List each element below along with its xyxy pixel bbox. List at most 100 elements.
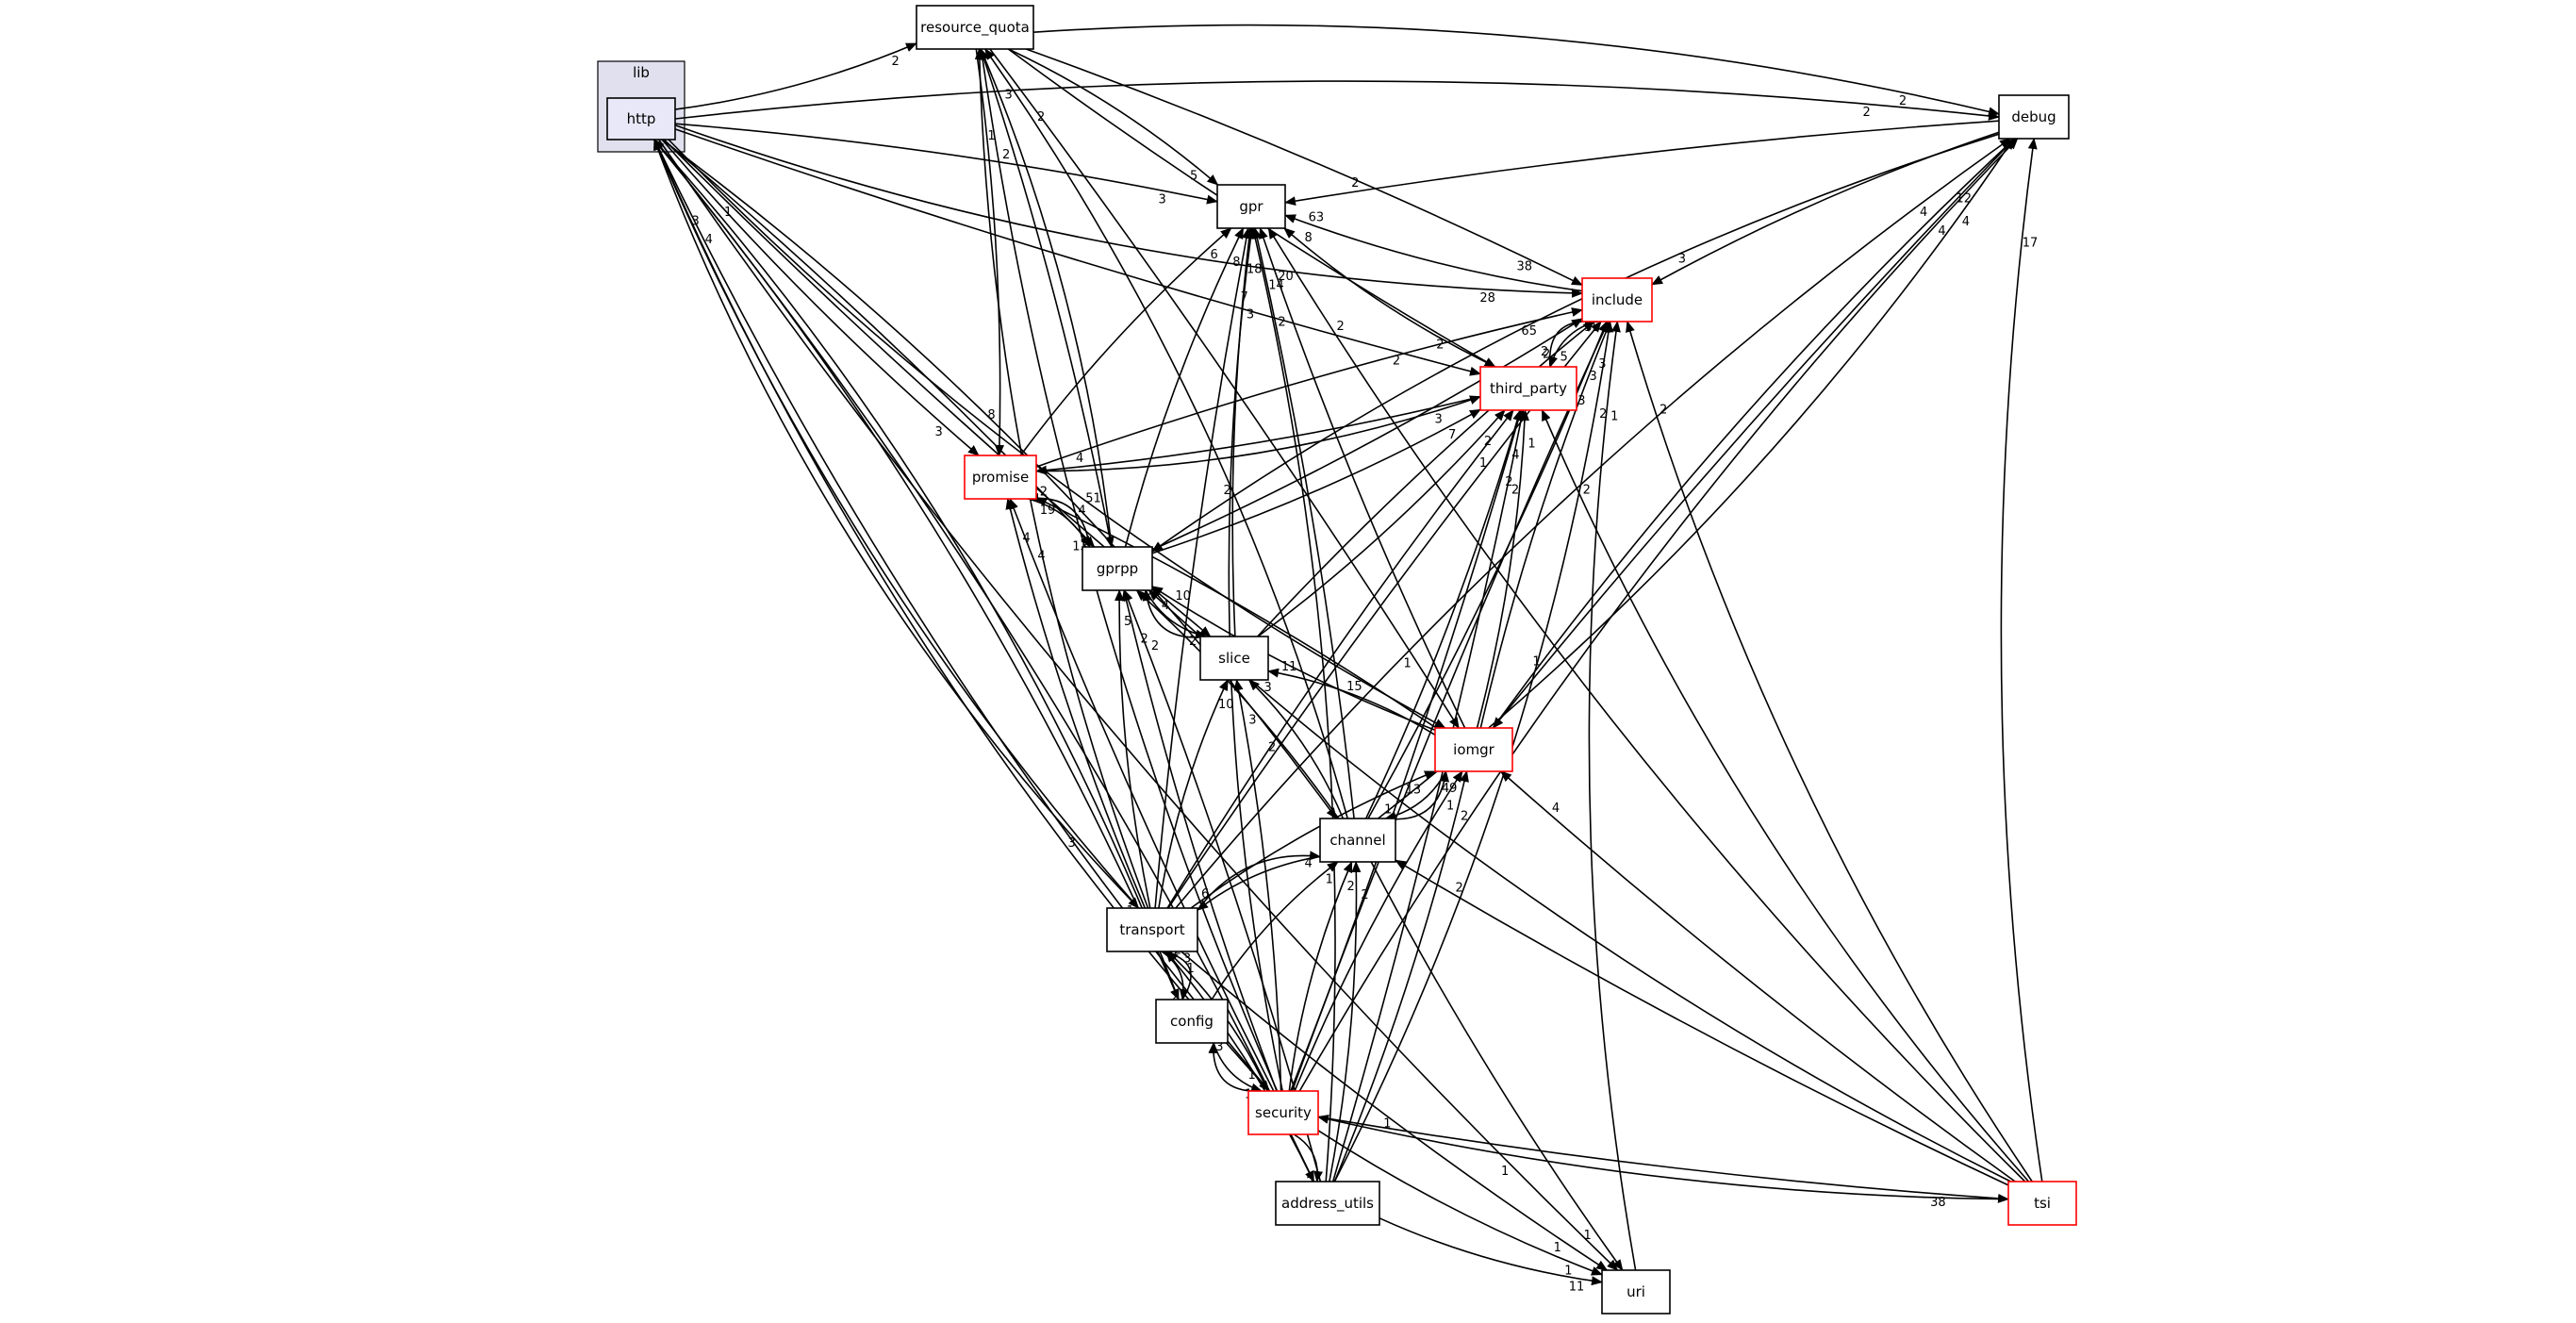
edge-iomgr-to-third_party[interactable] (1476, 409, 1529, 729)
node-box-slice[interactable] (1199, 636, 1269, 681)
edge-gprpp-to-resource_quota[interactable] (980, 48, 1113, 548)
edge-tsi-to-third_party[interactable] (1541, 409, 2030, 1182)
node-box-uri[interactable] (1601, 1269, 1671, 1315)
node-slice[interactable]: slice (1199, 636, 1269, 681)
node-include[interactable]: include (1581, 277, 1653, 322)
node-box-security[interactable] (1247, 1090, 1319, 1135)
edge-tsi-to-include[interactable] (1626, 321, 2033, 1182)
node-box-gpr[interactable] (1216, 184, 1286, 229)
edge-security-to-iomgr[interactable] (1294, 770, 1463, 1092)
edge-resource_quota-to-include[interactable] (1025, 48, 1583, 287)
edge-http-to-include[interactable] (674, 124, 1583, 298)
node-box-promise[interactable] (964, 455, 1037, 500)
node-box-resource_quota[interactable] (916, 5, 1034, 50)
node-box-iomgr[interactable] (1434, 727, 1513, 772)
edge-channel-to-slice[interactable] (1247, 679, 1345, 819)
node-tsi[interactable]: tsi (2007, 1181, 2077, 1226)
edge-third_party-to-promise[interactable] (1035, 395, 1481, 475)
node-box-third_party[interactable] (1479, 366, 1577, 411)
edge-transport-to-gpr[interactable] (1154, 227, 1251, 909)
edge-security-to-http[interactable] (653, 139, 1270, 1092)
edge-debug-to-iomgr[interactable] (1492, 138, 2016, 729)
node-promise[interactable]: promise (964, 455, 1037, 500)
edge-http-to-debug[interactable] (674, 80, 2000, 121)
edge-address_utils-to-iomgr[interactable] (1333, 770, 1469, 1182)
node-uri[interactable]: uri (1601, 1269, 1671, 1315)
edge-security-to-channel[interactable] (1288, 861, 1353, 1092)
node-iomgr[interactable]: iomgr (1434, 727, 1513, 772)
edge-transport-to-uri[interactable] (1181, 951, 1609, 1271)
edge-http-to-gpr[interactable] (674, 123, 1218, 205)
edge-config-to-http[interactable] (652, 139, 1180, 1001)
edge-iomgr-to-include[interactable] (1479, 321, 1611, 729)
edge-debug-to-gpr[interactable] (1284, 120, 2000, 207)
node-box-debug[interactable] (1998, 94, 2070, 140)
edge-iomgr-to-gpr[interactable] (1259, 227, 1466, 729)
edge-address_utils-to-uri[interactable] (1379, 1217, 1603, 1286)
node-gprpp[interactable]: gprpp (1082, 546, 1153, 591)
edge-slice-to-include[interactable] (1257, 321, 1595, 637)
node-channel[interactable]: channel (1319, 818, 1396, 863)
edge-security-to-tsi[interactable] (1317, 1116, 2009, 1203)
edge-address_utils-to-gpr[interactable] (1250, 227, 1336, 1182)
edge-security-to-uri[interactable] (1317, 1130, 1603, 1276)
edge-gprpp-to-third_party[interactable] (1151, 408, 1481, 554)
edge-transport-to-iomgr[interactable] (1190, 770, 1436, 909)
edge-tsi-to-channel[interactable] (1395, 859, 2009, 1186)
node-transport[interactable]: transport (1106, 907, 1198, 952)
edge-third_party-to-gpr[interactable] (1283, 227, 1496, 368)
edge-resource_quota-to-gprpp[interactable] (980, 48, 1115, 548)
edge-gprpp-to-gpr[interactable] (1124, 227, 1245, 548)
edge-include-to-gpr[interactable] (1284, 214, 1583, 292)
edge-tsi-to-debug[interactable] (2000, 138, 2043, 1182)
node-box-address_utils[interactable] (1275, 1181, 1380, 1226)
node-third_party[interactable]: third_party (1479, 366, 1577, 411)
edge-address_utils-to-channel[interactable] (1329, 861, 1362, 1182)
edge-transport-to-debug[interactable] (1175, 138, 2011, 909)
node-box-transport[interactable] (1106, 907, 1198, 952)
node-gpr[interactable]: gpr (1216, 184, 1286, 229)
edge-debug-to-gprpp[interactable] (1151, 133, 2000, 553)
edge-uri-to-include[interactable] (1588, 321, 1637, 1271)
edge-security-to-debug[interactable] (1298, 138, 2019, 1092)
edge-http-to-address_utils[interactable] (653, 139, 1315, 1182)
node-config[interactable]: config (1155, 999, 1229, 1044)
node-address_utils[interactable]: address_utils (1275, 1181, 1380, 1226)
edge-transport-to-slice[interactable] (1158, 679, 1229, 909)
edge-debug-to-include[interactable] (1651, 131, 2000, 286)
edge-resource_quota-to-gpr[interactable] (1008, 48, 1219, 186)
node-box-channel[interactable] (1319, 818, 1396, 863)
edge-http-to-third_party[interactable] (674, 128, 1481, 376)
edge-iomgr-to-promise[interactable] (1035, 497, 1437, 729)
edge-resource_quota-to-debug[interactable] (1032, 24, 2000, 117)
edge-tsi-to-iomgr[interactable] (1500, 770, 2016, 1182)
edge-http-to-resource_quota[interactable] (674, 42, 917, 110)
edge-gprpp-to-include[interactable] (1151, 318, 1583, 551)
edge-slice-to-gpr[interactable] (1231, 227, 1254, 637)
edge-security-to-third_party[interactable] (1290, 409, 1523, 1092)
edge-iomgr-to-slice[interactable] (1267, 668, 1436, 736)
edge-transport-to-promise[interactable] (1005, 498, 1147, 909)
edge-transport-to-http[interactable] (653, 139, 1140, 909)
node-box-tsi[interactable] (2007, 1181, 2077, 1226)
edge-promise-to-third_party[interactable] (1035, 395, 1481, 472)
node-box-include[interactable] (1581, 277, 1653, 322)
node-box-gprpp[interactable] (1082, 546, 1153, 591)
edge-channel-to-gprpp[interactable] (1135, 589, 1340, 819)
edge-http-to-iomgr[interactable] (668, 139, 1446, 729)
edge-channel-to-uri[interactable] (1370, 861, 1624, 1271)
edge-transport-to-third_party[interactable] (1166, 409, 1514, 909)
edge-resource_quota-to-promise[interactable] (975, 48, 1004, 456)
edge-channel-to-resource_quota[interactable] (984, 48, 1348, 819)
edge-security-to-promise[interactable] (1009, 498, 1275, 1092)
node-box-config[interactable] (1155, 999, 1229, 1044)
edge-http-to-promise[interactable] (661, 139, 980, 456)
node-http[interactable]: http (606, 97, 676, 141)
edge-address_utils-to-third_party[interactable] (1331, 409, 1527, 1182)
edge-transport-to-channel[interactable] (1197, 851, 1321, 911)
edge-security-to-gprpp[interactable] (1121, 589, 1278, 1092)
edge-channel-to-gpr[interactable] (1252, 227, 1355, 819)
node-box-http[interactable] (606, 97, 676, 141)
edge-tsi-to-gpr[interactable] (1267, 227, 2026, 1182)
edge-address_utils-to-transport[interactable] (1165, 951, 1314, 1182)
